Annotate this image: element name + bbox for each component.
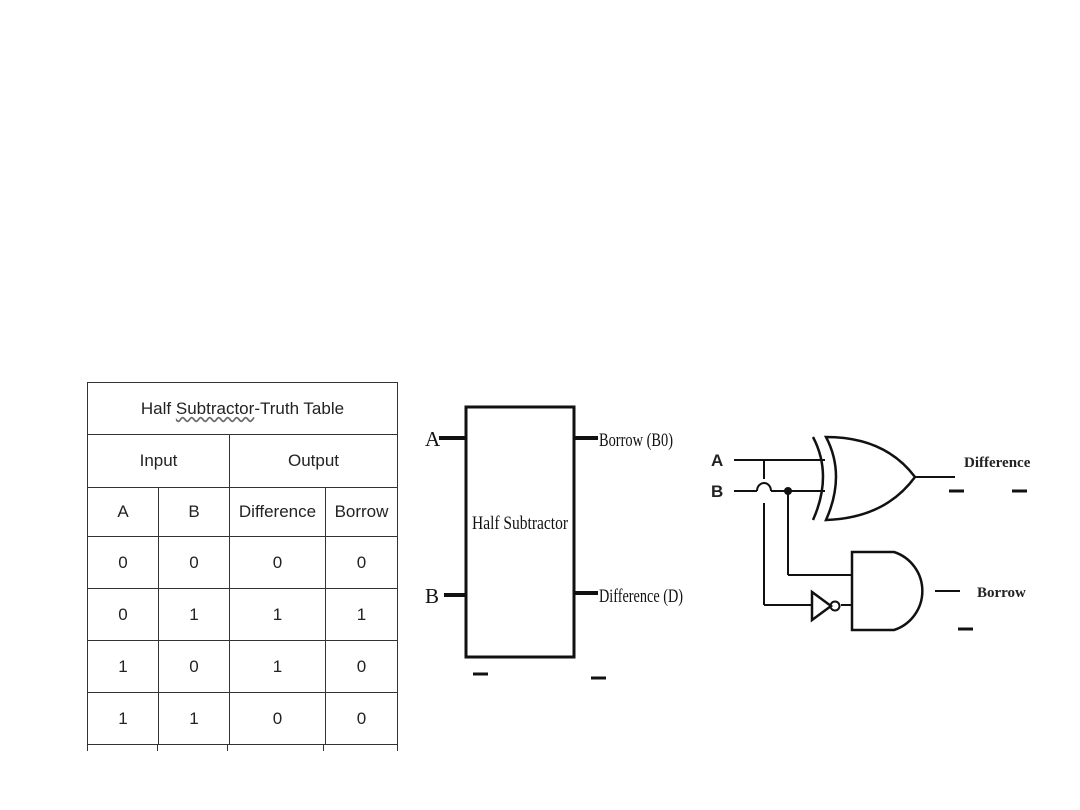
table-cell: 1 — [325, 588, 398, 641]
block-input-b-label: B — [425, 584, 439, 608]
wire-b-crossover — [756, 482, 772, 492]
table-cell: 0 — [229, 536, 326, 589]
xor-gate-extra-arc — [811, 436, 825, 521]
table-cell: 0 — [325, 692, 398, 745]
table-row: 1 1 0 0 — [87, 692, 398, 745]
table-cell: 1 — [87, 640, 159, 693]
table-cell: 1 — [229, 588, 326, 641]
output-group-header: Output — [229, 434, 398, 488]
table-row: 0 0 0 0 — [87, 536, 398, 589]
table-row: 0 1 1 1 — [87, 588, 398, 641]
table-title-suffix: -Truth Table — [254, 398, 345, 418]
table-row: 1 0 1 0 — [87, 640, 398, 693]
table-cell: 0 — [158, 640, 230, 693]
table-title: Half Subtractor-Truth Table — [87, 382, 398, 435]
circuit-borrow-label: Borrow — [977, 585, 1026, 601]
table-cell: 1 — [158, 588, 230, 641]
wire-junction-dot — [784, 487, 792, 495]
table-cell: 1 — [158, 692, 230, 745]
table-title-underlined: Subtractor — [175, 398, 255, 418]
and-gate — [850, 550, 924, 632]
not-gate-bubble — [829, 600, 841, 612]
circuit-input-b-label: B — [711, 482, 723, 501]
table-cell: 0 — [87, 588, 159, 641]
table-title-row: Half Subtractor-Truth Table — [87, 382, 398, 435]
table-cutoff-edge — [87, 745, 398, 751]
not-gate — [810, 589, 834, 623]
block-box-label: Half Subtractor — [472, 513, 569, 534]
table-cell: 0 — [325, 640, 398, 693]
truth-table: Half Subtractor-Truth Table Input Output… — [87, 382, 398, 745]
column-header-a: A — [87, 487, 159, 537]
input-group-header: Input — [87, 434, 230, 488]
column-header-b: B — [158, 487, 230, 537]
block-borrow-label: Borrow (B0) — [599, 430, 673, 451]
gate-circuit: A B Difference Borrow — [711, 435, 1031, 632]
table-title-prefix: Half — [140, 398, 176, 418]
circuit-input-a-label: A — [711, 451, 723, 470]
table-cell: 0 — [87, 536, 159, 589]
block-diagram: A B Half Subtractor Borrow (B0) Differen… — [425, 405, 683, 680]
xor-gate — [823, 435, 917, 522]
table-cell: 0 — [158, 536, 230, 589]
table-cell: 1 — [229, 640, 326, 693]
half-subtractor-box — [464, 405, 576, 659]
table-cell: 1 — [87, 692, 159, 745]
table-cell: 0 — [325, 536, 398, 589]
block-difference-label: Difference (D) — [599, 586, 683, 607]
table-column-header-row: A B Difference Borrow — [87, 487, 398, 537]
column-header-difference: Difference — [229, 487, 326, 537]
table-cell: 0 — [229, 692, 326, 745]
block-input-a-label: A — [425, 427, 441, 451]
table-group-header-row: Input Output — [87, 434, 398, 488]
column-header-borrow: Borrow — [325, 487, 398, 537]
circuit-difference-label: Difference — [964, 455, 1031, 471]
